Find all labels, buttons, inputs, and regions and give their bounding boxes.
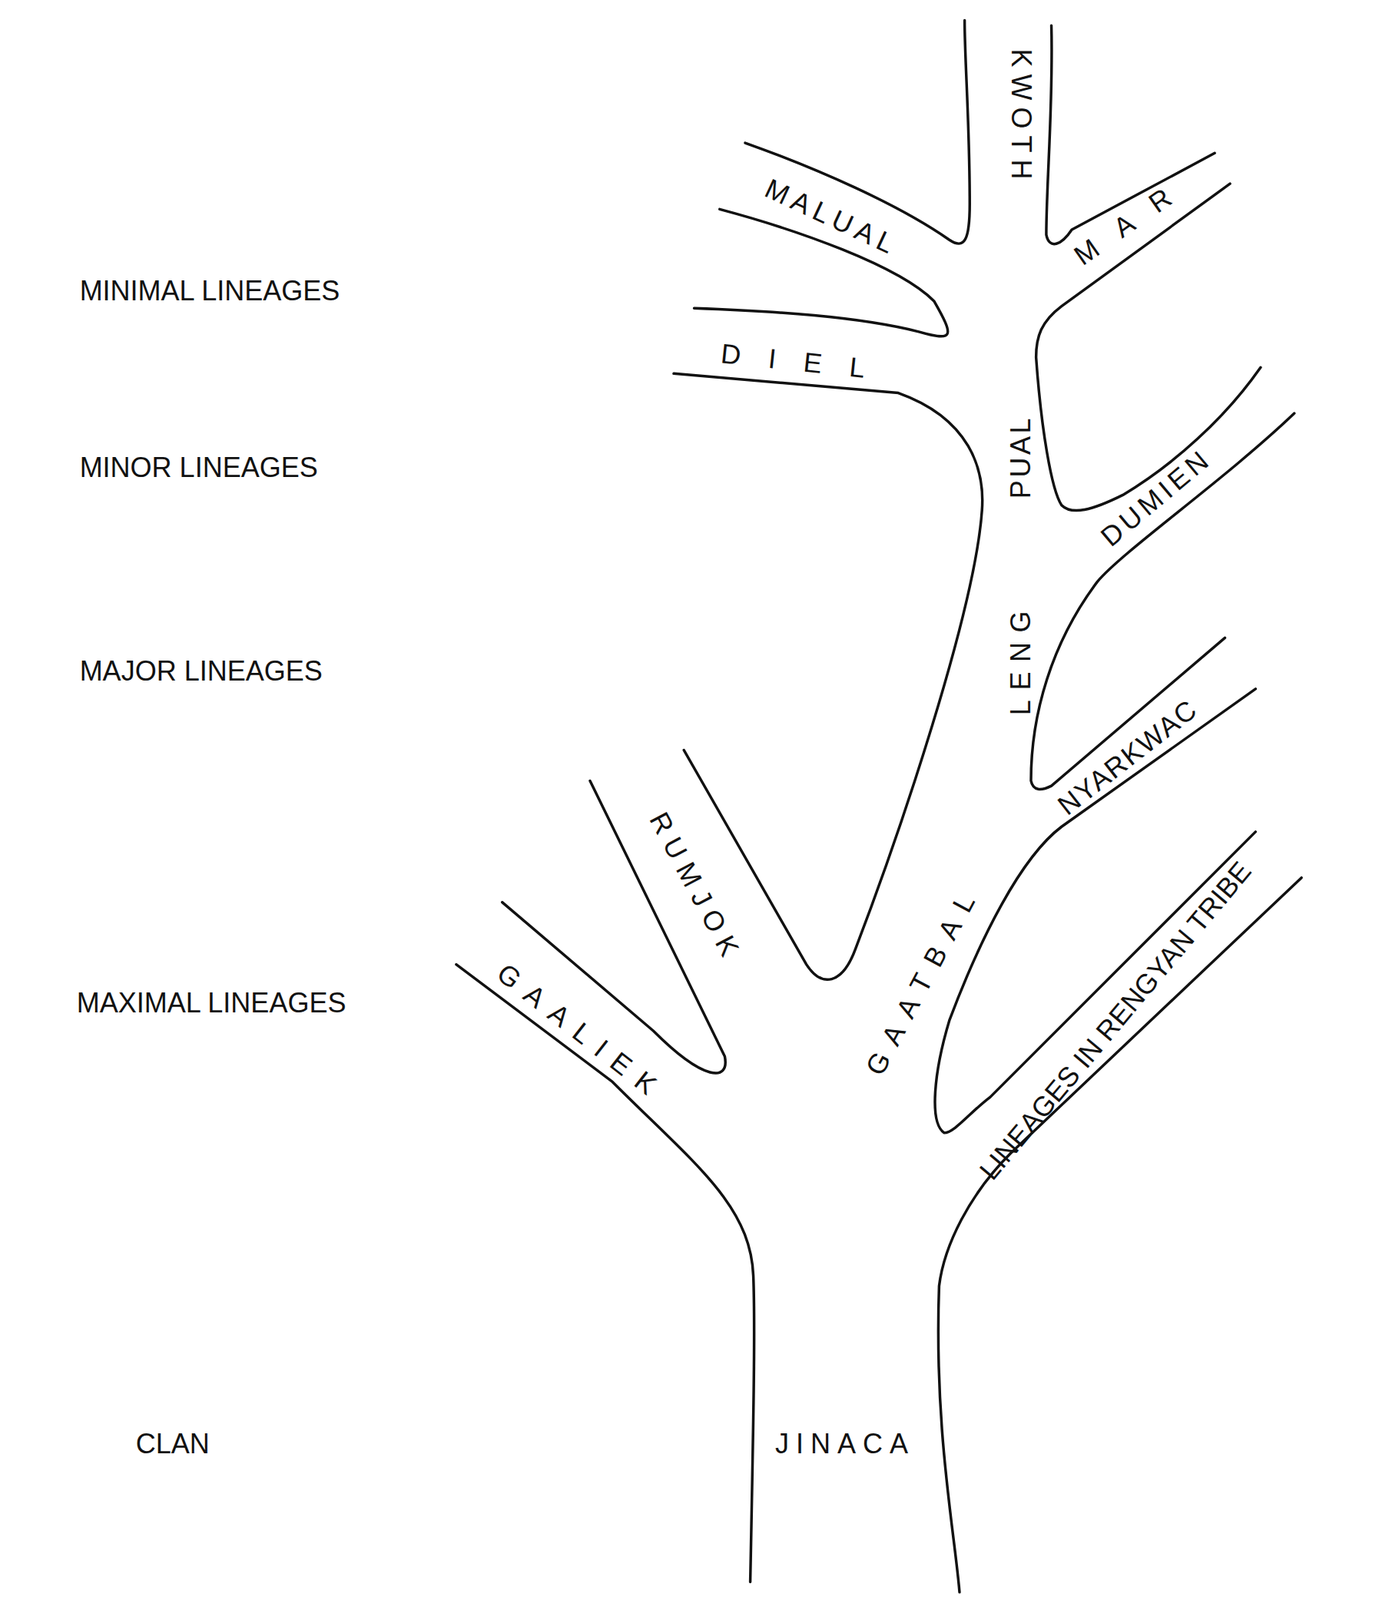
branch-line	[694, 208, 949, 336]
branch-line	[673, 373, 983, 980]
lineage-name: GAATBAL	[861, 879, 987, 1081]
lineage-name: MALUAL	[760, 174, 903, 261]
level-label: MAXIMAL LINEAGES	[76, 989, 347, 1018]
lineage-name: MAR	[1069, 169, 1197, 270]
lineage-name: LENG	[1007, 601, 1035, 716]
clan-name: JINACA	[775, 1430, 915, 1459]
branch-line	[1036, 183, 1261, 511]
level-label: MINOR LINEAGES	[79, 454, 319, 482]
lineage-name: GAALIEK	[492, 958, 672, 1108]
lineage-name: NYARKWAC	[1053, 694, 1203, 820]
branch-line	[502, 780, 726, 1074]
level-label: MAJOR LINEAGES	[79, 657, 323, 686]
lineage-name: DIEL	[719, 339, 894, 385]
branch-line	[938, 878, 1302, 1593]
lineage-name: DUMIEN	[1096, 444, 1217, 553]
level-label: CLAN	[135, 1430, 210, 1459]
lineage-name: RUMJOK	[644, 808, 748, 968]
lineage-name: PUAL	[1007, 415, 1035, 499]
lineage-name: KWOTH	[1007, 48, 1035, 186]
branch-line	[745, 20, 970, 245]
level-label: MINIMAL LINEAGES	[79, 277, 341, 305]
lineage-name: LINEAGES IN RENGYAN TRIBE	[974, 856, 1257, 1185]
